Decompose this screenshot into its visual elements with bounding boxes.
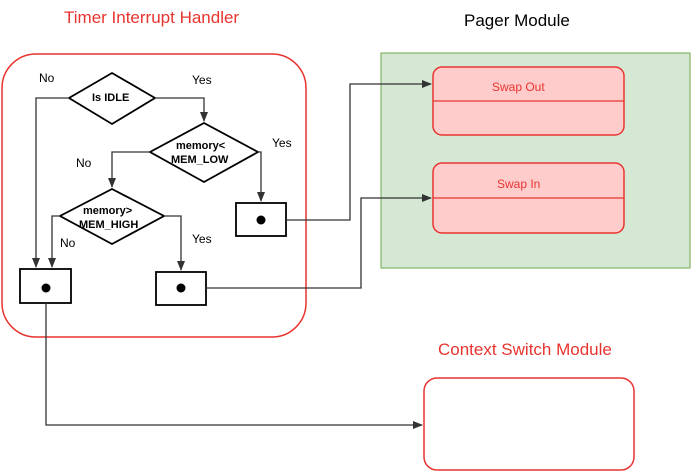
decision-mem-low [148,121,260,184]
timer-handler-container [1,53,307,338]
decision-is-idle [67,71,157,126]
edge-label-low-no: No [76,156,92,170]
edge-label-high-yes: Yes [192,232,212,246]
mem-high-label-line2: MEM_HIGH [79,219,139,231]
swap-in-label: Swap In [497,177,541,191]
edge-to-swap-in [206,194,432,289]
context-switch-box [423,377,635,471]
edge-idle-no [32,97,69,268]
terminal-dot-swap-in [176,283,186,293]
mem-high-label-line1: memory> [83,205,133,217]
mem-low-label-line1: memory< [176,140,226,152]
edge-to-context-switch [45,303,423,429]
edge-label-idle-yes: Yes [192,73,212,87]
edge-idle-yes [155,97,208,122]
terminal-dot-idle [41,283,51,293]
edge-high-yes [164,215,185,271]
timer-handler-title: Timer Interrupt Handler [64,8,240,27]
context-switch-title: Context Switch Module [438,340,612,359]
edge-low-no [108,151,150,188]
edge-to-swap-out [286,80,432,221]
terminal-dot-swap-out [256,215,266,225]
pager-module-title: Pager Module [464,11,570,30]
edge-low-yes [257,151,265,202]
edge-label-low-yes: Yes [272,136,292,150]
edge-label-idle-no: No [39,71,55,85]
edge-high-no [48,215,60,268]
is-idle-label: Is IDLE [92,92,130,104]
mem-low-label-line2: MEM_LOW [171,154,229,166]
edge-label-high-no: No [60,236,76,250]
swap-out-label: Swap Out [492,80,545,94]
decision-mem-high [58,187,166,246]
